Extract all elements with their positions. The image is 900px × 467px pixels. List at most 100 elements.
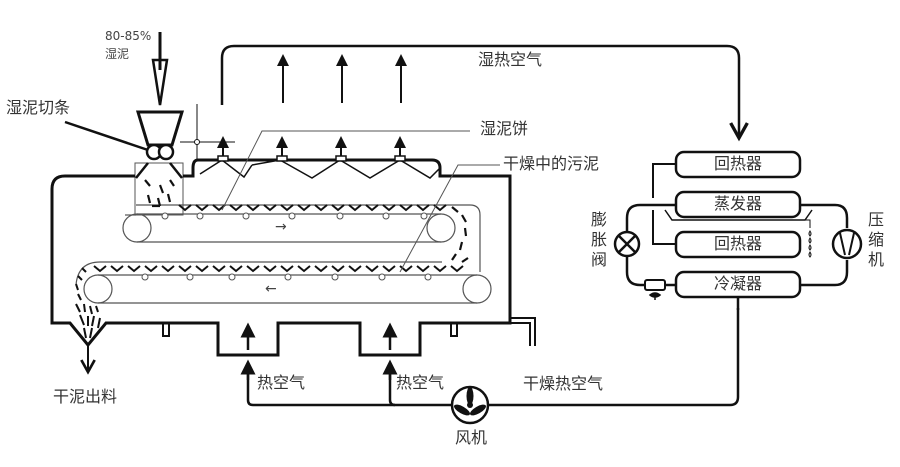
- air-nozzles: [180, 104, 441, 179]
- sludge-piece: [433, 265, 447, 273]
- expansion-valve-icon: [613, 230, 641, 258]
- sludge-piece: [348, 204, 362, 212]
- sludge-piece: [263, 265, 277, 273]
- fan-icon: [450, 385, 490, 425]
- sludge-piece: [127, 265, 141, 273]
- feed-arrow: [151, 32, 169, 106]
- wet-cake-pointer: [221, 130, 470, 211]
- idler-roller: [382, 212, 390, 220]
- sludge-piece: [89, 305, 93, 315]
- condenser-label: 冷凝器: [713, 274, 762, 293]
- condensate-drop: [808, 230, 812, 237]
- cutter-rollers-icon: [145, 143, 175, 161]
- sludge-piece: [75, 283, 79, 291]
- sludge-piece: [229, 204, 243, 212]
- dry-sludge-output-label: 干泥出料: [53, 387, 118, 406]
- sludge-piece: [314, 204, 328, 212]
- humid-hot-air-label: 湿热空气: [478, 50, 543, 69]
- idler-roller: [186, 273, 194, 281]
- sludge-piece: [178, 204, 192, 212]
- dried-air-return-line: [488, 308, 740, 407]
- sludge-piece: [229, 265, 243, 273]
- sludge-piece: [450, 265, 464, 273]
- sludge-piece: [297, 204, 311, 212]
- sludge-piece: [89, 327, 93, 339]
- regenerator-top-label: 回热器: [713, 154, 762, 173]
- sludge-piece: [246, 265, 260, 273]
- sludge-piece: [246, 204, 260, 212]
- sludge-piece: [110, 265, 124, 273]
- sludge-piece: [77, 293, 82, 301]
- idler-roller: [284, 273, 292, 281]
- regenerator-bottom-label: 回热器: [713, 234, 762, 253]
- sludge-piece: [382, 204, 396, 212]
- idler-roller: [420, 212, 428, 220]
- feed-material-label: 湿泥: [105, 47, 130, 61]
- heat-pump-unit: [625, 150, 849, 299]
- sludge-piece: [348, 265, 362, 273]
- sludge-piece: [195, 204, 209, 212]
- sludge-piece: [158, 184, 165, 194]
- sludge-piece: [81, 267, 87, 273]
- sludge-piece: [451, 253, 457, 261]
- upper-conveyor: [122, 204, 481, 272]
- sludge-piece: [83, 303, 86, 313]
- belt-details: [75, 179, 469, 339]
- compressor-icon: [831, 228, 863, 260]
- sludge-piece: [314, 265, 328, 273]
- dryer-housing: [50, 158, 512, 357]
- sludge-piece: [365, 204, 379, 212]
- sludge-piece: [146, 194, 152, 204]
- idler-roller: [378, 273, 386, 281]
- idler-roller: [196, 212, 204, 220]
- sludge-piece: [161, 265, 175, 273]
- idler-roller: [288, 212, 296, 220]
- upper-belt-direction: →: [275, 219, 287, 235]
- exhaust-pipe: [510, 317, 536, 346]
- sludge-piece: [463, 227, 468, 237]
- hot-air-label-1: 热空气: [257, 373, 306, 392]
- sludge-piece: [178, 265, 192, 273]
- sludge-piece: [144, 265, 158, 273]
- sludge-piece: [280, 265, 294, 273]
- sludge-piece: [93, 265, 107, 273]
- sludge-piece: [416, 265, 430, 273]
- sludge-piece: [91, 315, 95, 327]
- sludge-piece: [95, 305, 99, 313]
- sludge-piece: [195, 265, 209, 273]
- hot-air-supply-line: [246, 372, 452, 407]
- humid-air-return-line: [220, 44, 739, 138]
- condensate-drop: [808, 237, 812, 244]
- dried-hot-air-label: 干燥热空气: [523, 374, 604, 393]
- filter-drier-icon: [644, 279, 666, 300]
- sludge-piece: [331, 204, 345, 212]
- sludge-piece: [212, 265, 226, 273]
- sludge-piece: [77, 275, 83, 281]
- sludge-piece: [433, 204, 447, 212]
- idler-roller: [336, 212, 344, 220]
- sludge-piece: [416, 204, 430, 212]
- hot-air-label-2: 热空气: [396, 373, 445, 392]
- sludge-piece: [83, 327, 87, 339]
- feed-chute: [134, 162, 184, 216]
- sludge-piece: [461, 257, 469, 263]
- wet-sludge-strips-label: 湿泥切条: [6, 98, 71, 117]
- sludge-piece: [166, 193, 172, 203]
- idler-roller: [242, 212, 250, 220]
- sludge-in-drying-label: 干燥中的污泥: [503, 154, 600, 173]
- fan-label: 风机: [455, 428, 488, 447]
- sludge-piece: [169, 179, 175, 187]
- compressor-label: 压缩机: [865, 211, 884, 271]
- sludge-piece: [75, 303, 81, 313]
- sludge-piece: [212, 204, 226, 212]
- condensate-drop: [808, 251, 812, 258]
- sludge-piece: [280, 204, 294, 212]
- feed-moisture-label: 80-85%: [105, 29, 152, 43]
- lower-belt-direction: ←: [265, 281, 277, 297]
- sludge-piece: [458, 241, 464, 251]
- sludge-piece: [156, 197, 162, 207]
- wet-strips-pointer: [64, 120, 149, 152]
- sludge-piece: [79, 314, 85, 326]
- sludge-piece: [97, 317, 101, 329]
- wet-sludge-cake-label: 湿泥饼: [480, 119, 529, 138]
